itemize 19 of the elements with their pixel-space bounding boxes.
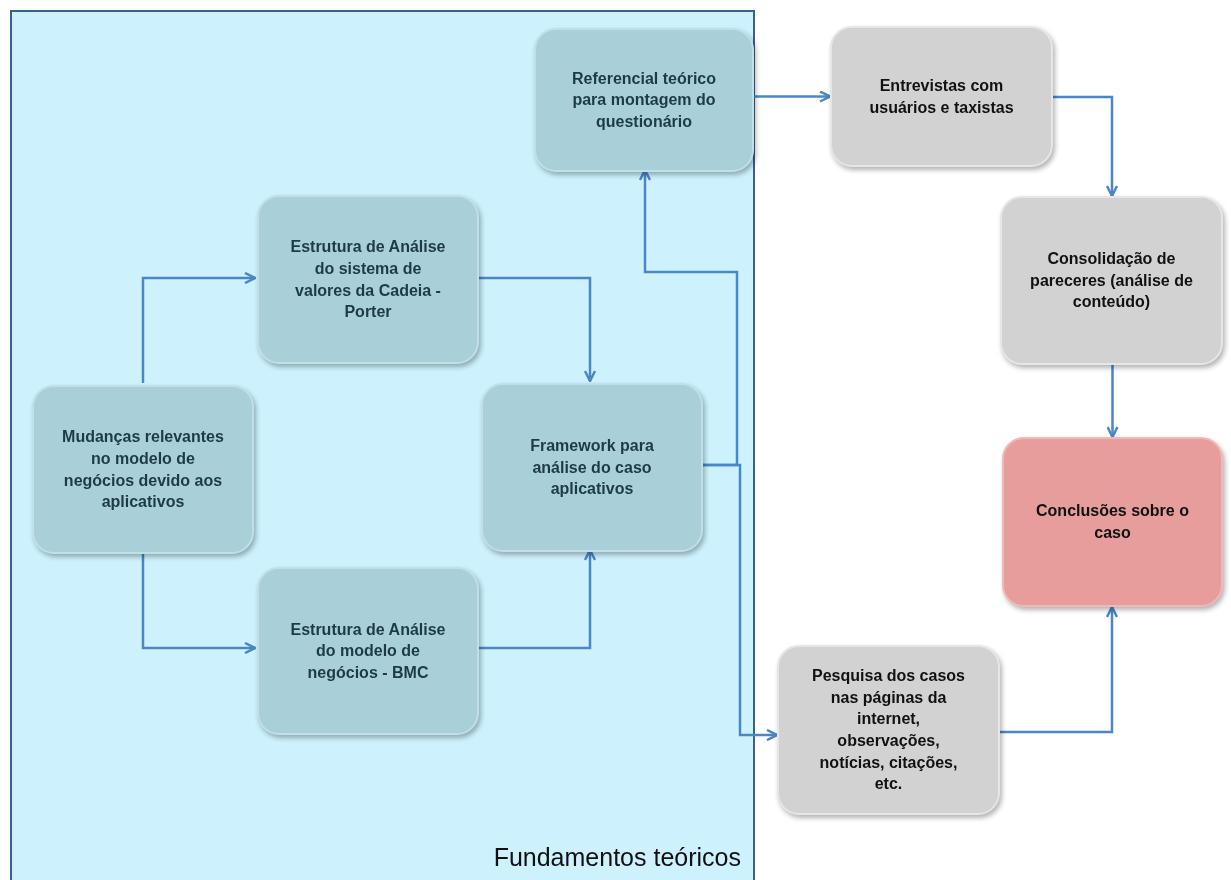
process-box: Framework para análise do caso aplicativos	[481, 383, 703, 552]
arrow	[701, 463, 779, 742]
process-box: Estrutura de Análise do modelo de negócios - BMC	[257, 567, 479, 735]
arrow	[1000, 605, 1119, 734]
process-box: Pesquisa dos casos nas páginas da internet, observações, notícias, citações, etc.	[777, 645, 1000, 815]
group-panel	[10, 10, 755, 880]
result-box: Conclusões sobre o caso	[1002, 437, 1223, 607]
arrow	[141, 271, 257, 383]
process-box: Mudanças relevantes no modelo de negócios devido aos aplicativos	[32, 385, 254, 554]
arrow	[1053, 95, 1119, 198]
process-box: Estrutura de Análise do sistema de valores da Cadeia - Porter	[257, 195, 479, 364]
arrow	[1106, 365, 1119, 439]
process-box: Consolidação de pareceres (análise de conteúdo)	[1000, 196, 1223, 365]
arrow	[752, 90, 832, 103]
process-box: Entrevistas com usuários e taxistas	[830, 26, 1053, 167]
process-box: Referencial teórico para montagem do questionário	[534, 28, 754, 172]
panel-title: Fundamentos teóricos	[493, 841, 741, 873]
arrow	[477, 276, 597, 383]
arrow	[141, 552, 257, 655]
